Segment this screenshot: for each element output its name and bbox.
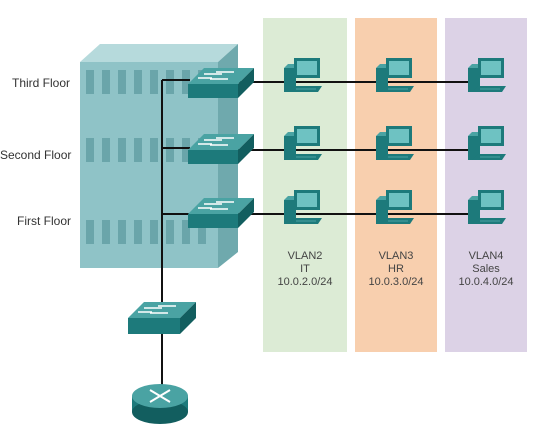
pc-icon [376,126,414,160]
vlan-name: VLAN2 [287,250,323,262]
vlan-subnet: 10.0.3.0/24 [368,276,424,288]
floor-label-third: Third Floor [12,76,71,90]
vlan-name: VLAN3 [378,250,414,262]
vlan-name: VLAN4 [468,250,504,262]
second-floor-switch-icon [188,134,254,164]
distribution-switch-icon [128,302,196,334]
vlan-label-it: VLAN2 IT 10.0.2.0/24 [265,250,345,289]
building-icon [80,44,238,268]
floor-label-first: First Floor [17,214,71,228]
router-icon [132,384,188,424]
pc-icon [376,190,414,224]
floor-label-second: Second Floor [0,148,72,162]
vlan-dept: Sales [472,263,500,275]
vlan-label-hr: VLAN3 HR 10.0.3.0/24 [356,250,436,289]
vlan-dept: HR [388,263,404,275]
vlan-dept: IT [300,263,310,275]
vlan-subnet: 10.0.4.0/24 [458,276,514,288]
third-floor-switch-icon [188,68,254,98]
first-floor-switch-icon [188,198,254,228]
network-links [161,79,478,392]
pc-group [284,58,506,224]
vlan-label-sales: VLAN4 Sales 10.0.4.0/24 [446,250,526,289]
pc-icon [468,126,506,160]
pc-icon [284,58,322,92]
pc-icon [376,58,414,92]
pc-icon [284,190,322,224]
pc-icon [284,126,322,160]
pc-icon [468,58,506,92]
pc-icon [468,190,506,224]
vlan-subnet: 10.0.2.0/24 [277,276,333,288]
